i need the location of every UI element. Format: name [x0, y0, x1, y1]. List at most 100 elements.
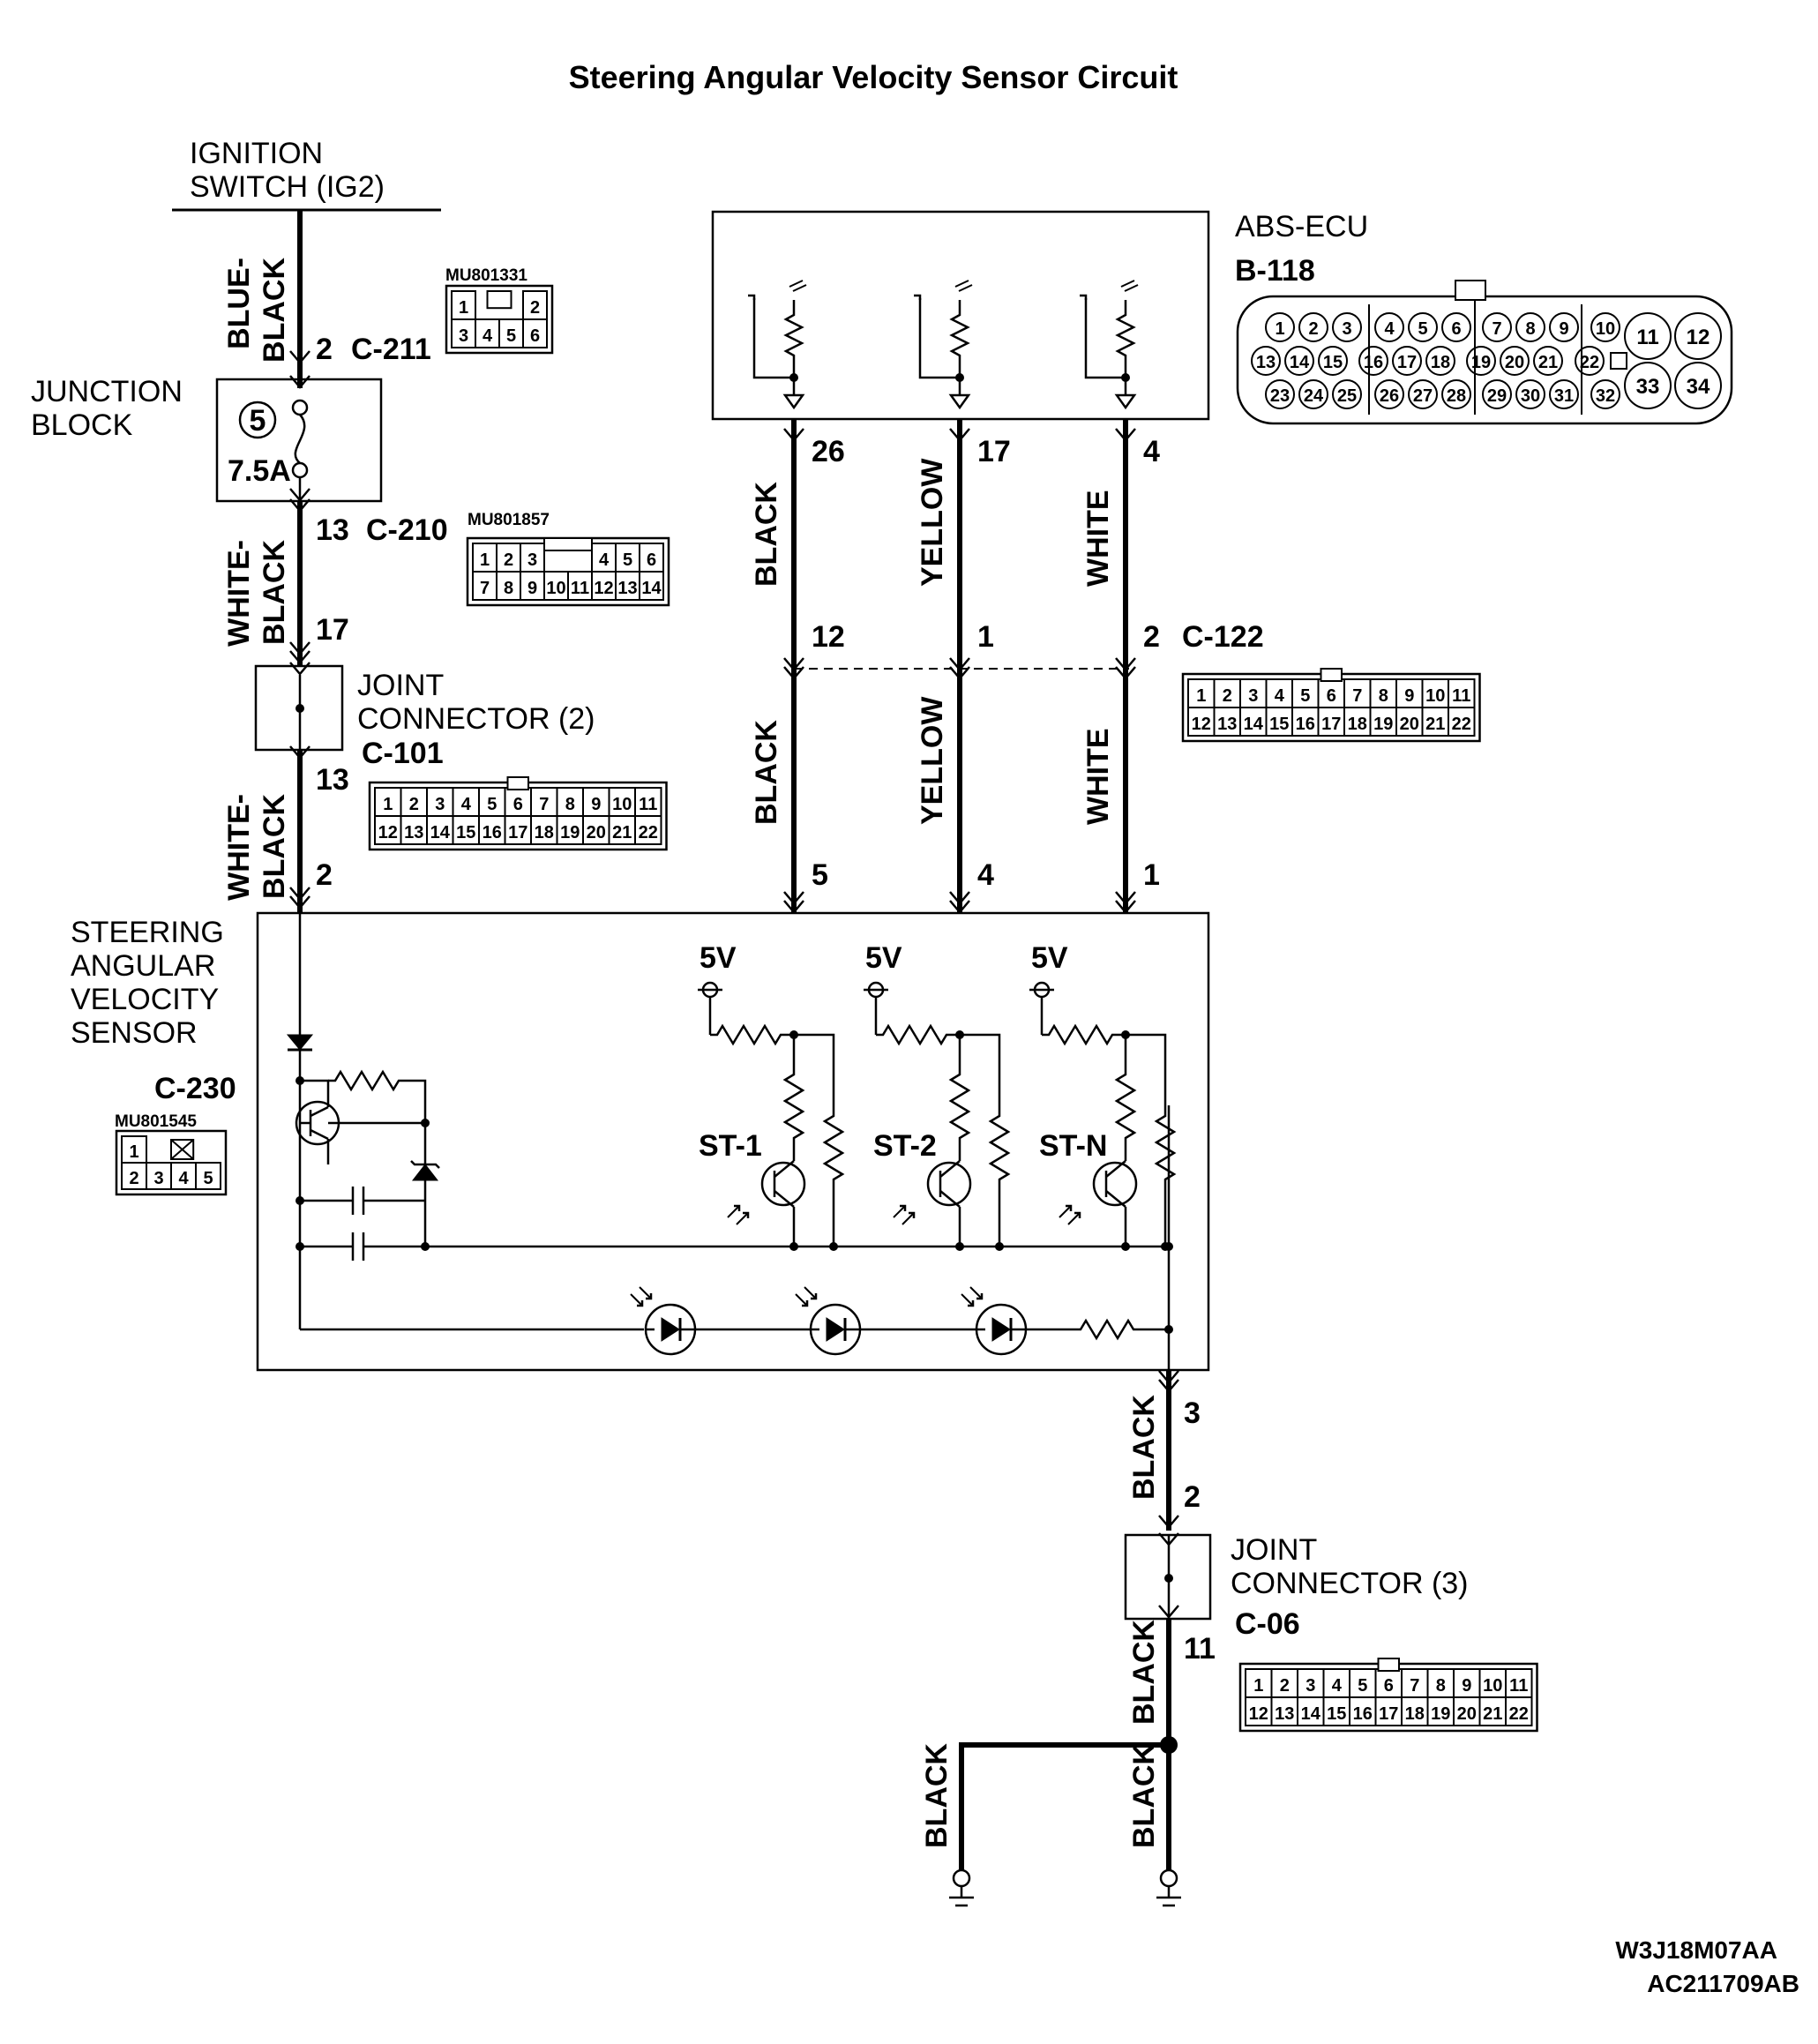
svg-text:2: 2 — [1308, 319, 1318, 339]
pin-b118-black: 26 — [812, 435, 845, 468]
svg-text:BLUE-: BLUE- — [222, 258, 256, 349]
svg-text:WHITE-: WHITE- — [222, 540, 256, 647]
svg-text:5: 5 — [487, 795, 497, 814]
wire-label-yellow-upper: YELLOW — [916, 458, 949, 587]
svg-text:1: 1 — [459, 298, 468, 318]
five-v-label-1: 5V — [700, 941, 737, 975]
svg-text:18: 18 — [535, 823, 554, 842]
svg-text:9: 9 — [591, 795, 601, 814]
ignition-label-1: IGNITION — [190, 137, 323, 170]
svg-text:12: 12 — [1192, 715, 1211, 734]
sensor-label-1: STEERING — [71, 916, 224, 949]
connector-b118: B-118 — [1235, 254, 1315, 288]
svg-text:BLACK: BLACK — [750, 482, 783, 587]
wire-label-black-gnd-3: BLACK — [920, 1743, 954, 1848]
svg-text:BLACK: BLACK — [258, 258, 291, 363]
svg-text:17: 17 — [1321, 715, 1341, 734]
joint3-label-1: JOINT — [1231, 1533, 1317, 1567]
svg-text:6: 6 — [1384, 1676, 1394, 1696]
ground-symbol-1 — [947, 1868, 976, 1907]
svg-text:3: 3 — [459, 326, 468, 346]
svg-text:5: 5 — [1418, 319, 1427, 339]
pin-b118-white: 4 — [1143, 435, 1160, 468]
svg-text:7: 7 — [480, 579, 490, 598]
svg-text:4: 4 — [483, 326, 493, 346]
svg-text:16: 16 — [483, 823, 502, 842]
diagram-code-2: AC211709AB — [1647, 1970, 1799, 1997]
svg-text:6: 6 — [1451, 319, 1461, 339]
svg-text:23: 23 — [1270, 386, 1290, 406]
svg-text:5: 5 — [1300, 686, 1310, 706]
wire-label-black-gnd-2: BLACK — [1127, 1620, 1161, 1725]
svg-text:14: 14 — [641, 579, 662, 598]
svg-text:34: 34 — [1687, 375, 1710, 399]
wire-label-blue-black: BLUE- BLACK — [222, 258, 291, 363]
svg-text:5: 5 — [506, 326, 516, 346]
svg-text:YELLOW: YELLOW — [916, 458, 949, 587]
svg-text:18: 18 — [1405, 1704, 1425, 1724]
svg-text:11: 11 — [571, 579, 589, 598]
fuse-rating: 7.5A — [228, 454, 291, 488]
svg-text:3: 3 — [527, 550, 537, 570]
wire-label-white-black-1: WHITE- BLACK — [222, 540, 291, 647]
svg-text:29: 29 — [1487, 386, 1507, 406]
transistor-label-st1: ST-1 — [699, 1129, 762, 1163]
svg-text:19: 19 — [1471, 353, 1491, 372]
pin-sensor-white: 1 — [1143, 858, 1160, 892]
svg-text:BLACK: BLACK — [1127, 1395, 1161, 1500]
svg-text:8: 8 — [504, 579, 513, 598]
svg-text:4: 4 — [1332, 1676, 1343, 1696]
svg-text:9: 9 — [1559, 319, 1568, 339]
svg-text:3: 3 — [153, 1169, 163, 1188]
svg-text:3: 3 — [435, 795, 445, 814]
svg-text:32: 32 — [1596, 386, 1615, 406]
connector-c122: C-122 — [1182, 620, 1264, 654]
svg-text:16: 16 — [1296, 715, 1315, 734]
pin-joint3-top: 2 — [1184, 1480, 1201, 1514]
svg-text:WHITE: WHITE — [1081, 728, 1115, 825]
svg-text:1: 1 — [383, 795, 393, 814]
svg-text:33: 33 — [1636, 375, 1660, 399]
svg-text:22: 22 — [639, 823, 658, 842]
svg-text:27: 27 — [1413, 386, 1433, 406]
svg-text:2: 2 — [530, 298, 540, 318]
svg-text:21: 21 — [1425, 715, 1445, 734]
svg-text:3: 3 — [1248, 686, 1258, 706]
svg-text:10: 10 — [1483, 1676, 1502, 1696]
svg-text:11: 11 — [1636, 326, 1658, 349]
svg-text:2: 2 — [1280, 1676, 1290, 1696]
wire-label-yellow-lower: YELLOW — [916, 696, 949, 825]
svg-text:WHITE: WHITE — [1081, 490, 1115, 587]
part-number-c230: MU801545 — [115, 1112, 197, 1131]
svg-text:22: 22 — [1452, 715, 1471, 734]
svg-text:15: 15 — [456, 823, 475, 842]
part-number-c211: MU801331 — [445, 266, 527, 285]
ground-symbol-2 — [1155, 1868, 1183, 1907]
diagram-code-1: W3J18M07AA — [1615, 1936, 1777, 1964]
pin-sensor-black: 5 — [812, 858, 828, 892]
svg-text:YELLOW: YELLOW — [916, 696, 949, 825]
svg-text:9: 9 — [1404, 686, 1414, 706]
svg-text:16: 16 — [1353, 1704, 1373, 1724]
svg-text:7: 7 — [1352, 686, 1362, 706]
svg-text:15: 15 — [1269, 715, 1289, 734]
svg-text:7: 7 — [539, 795, 549, 814]
pin-c122-white: 2 — [1143, 620, 1160, 654]
svg-text:11: 11 — [1509, 1676, 1528, 1696]
svg-text:25: 25 — [1337, 386, 1357, 406]
svg-text:14: 14 — [430, 823, 451, 842]
joint2-label-2: CONNECTOR (2) — [357, 702, 595, 736]
transistor-label-stn: ST-N — [1039, 1129, 1107, 1163]
svg-text:28: 28 — [1447, 386, 1466, 406]
svg-text:10: 10 — [546, 579, 565, 598]
svg-text:6: 6 — [1327, 686, 1336, 706]
svg-text:17: 17 — [508, 823, 527, 842]
svg-text:8: 8 — [565, 795, 575, 814]
svg-text:5: 5 — [203, 1169, 213, 1188]
pin-joint3-bottom: 11 — [1184, 1632, 1216, 1666]
svg-text:6: 6 — [647, 550, 656, 570]
svg-text:19: 19 — [1431, 1704, 1450, 1724]
